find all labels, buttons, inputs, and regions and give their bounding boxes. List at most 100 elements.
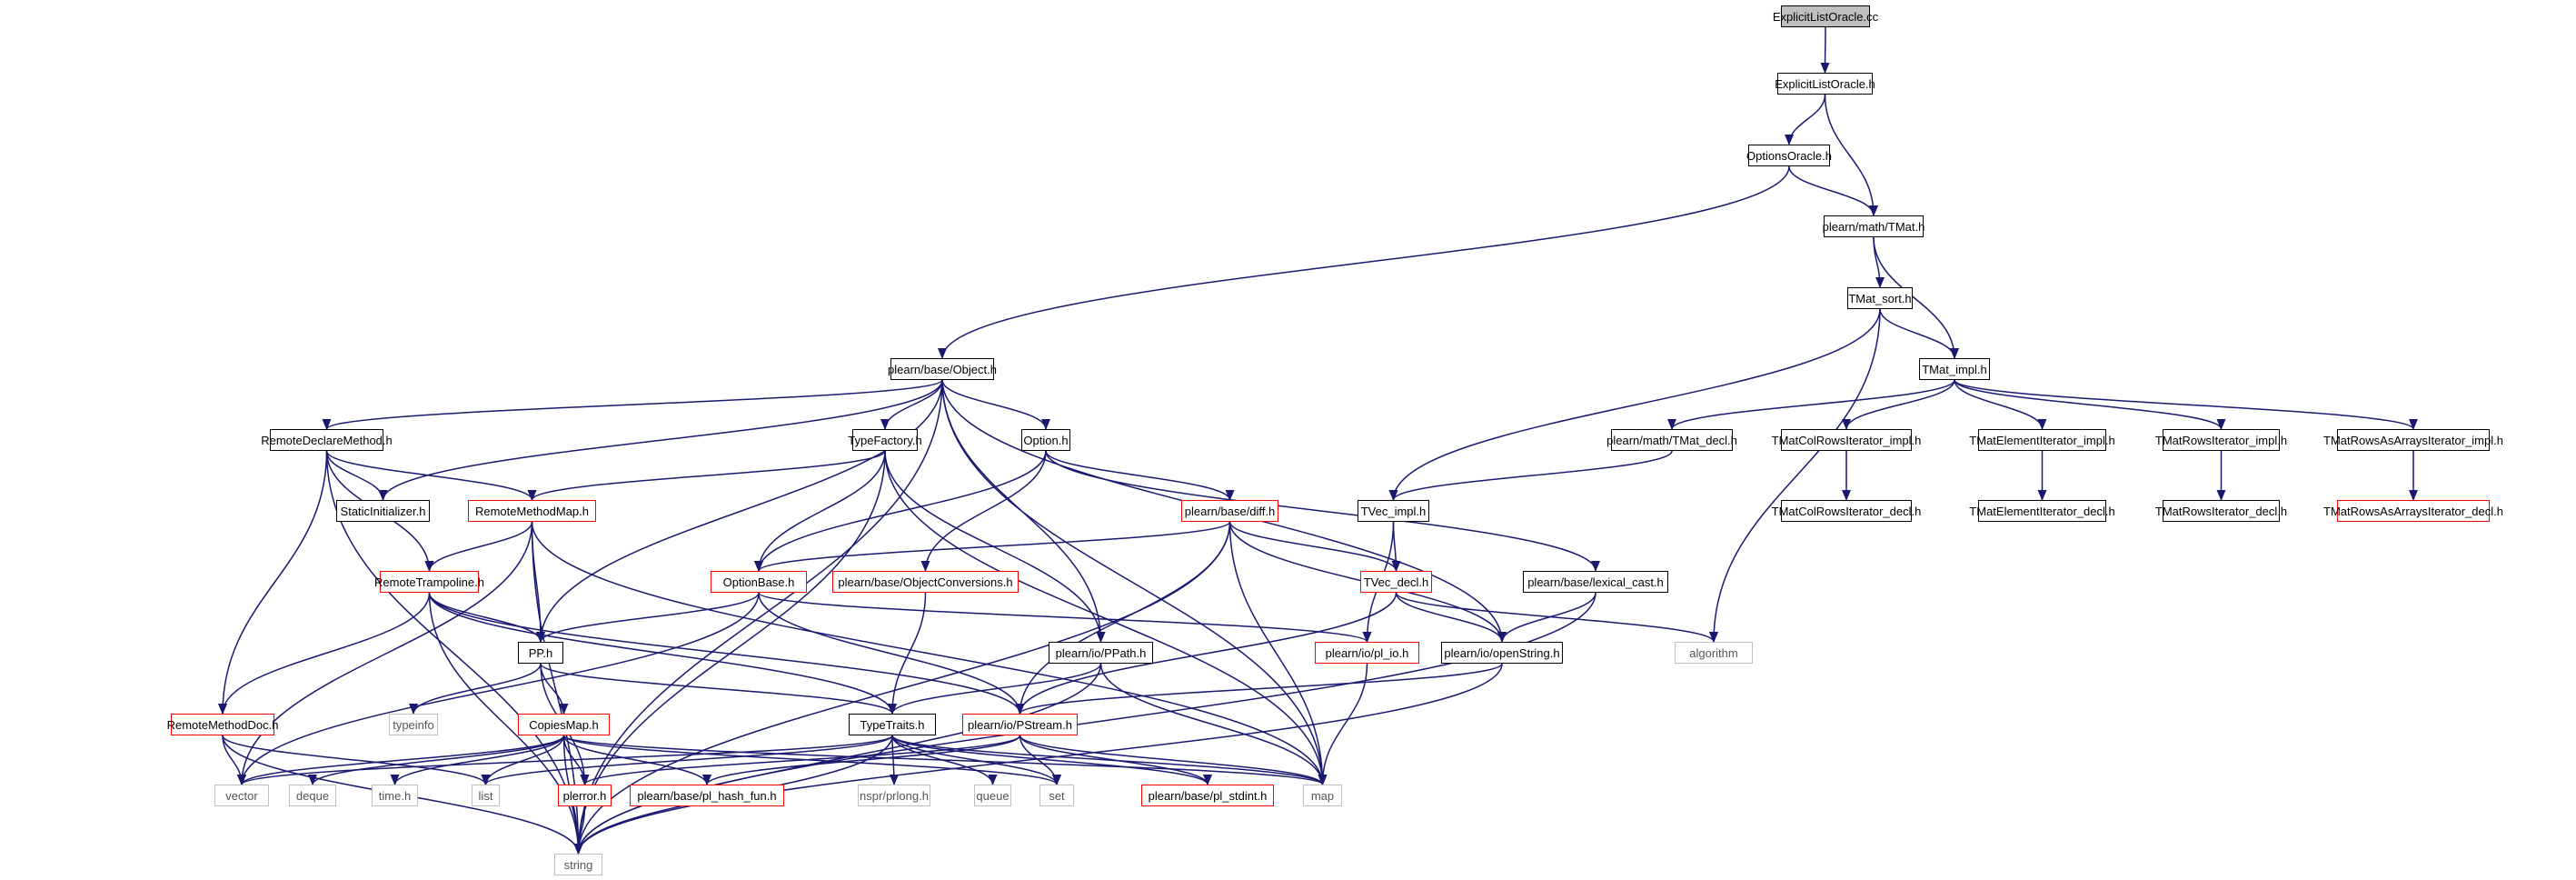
- edge-typetraits-h-to-list: [481, 735, 893, 785]
- node-string: string: [554, 854, 602, 875]
- node-pl-io-h[interactable]: plearn/io/pl_io.h: [1315, 642, 1419, 664]
- node-tmatelementiterator-impl-h[interactable]: TMatElementIterator_impl.h: [1969, 429, 2115, 451]
- node-tmatrowsiterator-decl-h[interactable]: TMatRowsIterator_decl.h: [2155, 500, 2287, 522]
- edge-plerror-h-to-string: [573, 805, 586, 855]
- node-pp-h[interactable]: PP.h: [518, 642, 563, 664]
- edge-tmat-impl-h-to-tmat-decl-h: [1667, 379, 1955, 430]
- node-typeinfo: typeinfo: [389, 714, 438, 735]
- node-remotemethodmap-h[interactable]: RemoteMethodMap.h: [468, 500, 596, 522]
- edge-diff-h-to-string: [573, 521, 1231, 855]
- node-ppath-h[interactable]: plearn/io/PPath.h: [1049, 642, 1153, 664]
- edge-optionbase-h-to-vector: [237, 592, 760, 785]
- edge-remotemethodmap-h-to-remotetrampoline-h: [424, 521, 533, 572]
- node-remotedeclaremethod-h[interactable]: RemoteDeclareMethod.h: [261, 429, 393, 451]
- node-tmatcolrowsiterator-impl-h[interactable]: TMatColRowsIterator_impl.h: [1772, 429, 1921, 451]
- node-tmatcolrowsiterator-decl-h[interactable]: TMatColRowsIterator_decl.h: [1772, 500, 1921, 522]
- node-remotetrampoline-h[interactable]: RemoteTrampoline.h: [374, 571, 484, 593]
- edge-pstream-h-to-pl-hash-fun-h: [702, 735, 1021, 785]
- edge-tmat-impl-h-to-tmatrowsiterator-impl-h: [1954, 379, 2226, 430]
- edge-pstream-h-to-map: [1019, 735, 1328, 785]
- node-queue: queue: [974, 785, 1011, 806]
- edge-remotemethoddoc-h-to-list: [222, 735, 491, 785]
- node-tmatrowsasarraysiterator-impl-h[interactable]: TMatRowsAsArraysIterator_impl.h: [2323, 429, 2503, 451]
- edge-object-h-to-string: [573, 379, 943, 855]
- edge-object-h-to-remotedeclaremethod-h: [322, 379, 943, 430]
- edge-ppath-h-to-string: [573, 663, 1102, 855]
- edge-tmat-sort-h-to-tvec-impl-h: [1388, 308, 1881, 501]
- node-staticinitializer-h[interactable]: StaticInitializer.h: [336, 500, 430, 522]
- edge-optionbase-h-to-pstream-h: [758, 592, 1025, 715]
- node-explicitlistoracle-h[interactable]: ExplicitListOracle.h: [1775, 73, 1875, 95]
- edge-remotemethodmap-h-to-pp-h: [531, 521, 545, 643]
- node-list: list: [472, 785, 500, 806]
- node-lexical-cast-h[interactable]: plearn/base/lexical_cast.h: [1523, 571, 1668, 593]
- edge-copiesmap-h-to-time-h: [390, 735, 565, 785]
- node-tmatrowsiterator-impl-h[interactable]: TMatRowsIterator_impl.h: [2155, 429, 2287, 451]
- node-objectconversions-h[interactable]: plearn/base/ObjectConversions.h: [832, 571, 1019, 593]
- edge-pp-h-to-typeinfo: [409, 663, 542, 715]
- edge-optionsoracle-h-to-object-h: [938, 165, 1790, 359]
- edge-typefactory-h-to-optionbase-h: [754, 450, 886, 572]
- node-pl-stdint-h[interactable]: plearn/base/pl_stdint.h: [1141, 785, 1274, 806]
- node-explicitlistoracle-cc[interactable]: ExplicitListOracle.cc: [1773, 5, 1878, 27]
- edge-remotetrampoline-h-to-string: [428, 592, 583, 855]
- edge-tmat-impl-h-to-tmatrowsasarraysiterator-impl-h: [1954, 379, 2418, 430]
- edge-optionsoracle-h-to-tmat-h: [1788, 165, 1878, 216]
- node-typefactory-h[interactable]: TypeFactory.h: [848, 429, 922, 451]
- node-typetraits-h[interactable]: TypeTraits.h: [849, 714, 936, 735]
- edge-ppath-h-to-typetraits-h: [888, 663, 1102, 715]
- edge-pstream-h-to-set: [1019, 735, 1061, 785]
- edge-tmat-h-to-tmat-impl-h: [1873, 236, 1959, 359]
- node-copiesmap-h[interactable]: CopiesMap.h: [518, 714, 610, 735]
- node-pstream-h[interactable]: plearn/io/PStream.h: [962, 714, 1078, 735]
- edge-remotedeclaremethod-h-to-remotemethoddoc-h: [218, 450, 328, 715]
- edge-object-h-to-pp-h: [536, 379, 943, 643]
- edge-tmat-sort-h-to-algorithm: [1709, 308, 1881, 643]
- edge-explicitlistoracle-cc-to-explicitlistoracle-h: [1820, 26, 1830, 74]
- node-tvec-decl-h[interactable]: TVec_decl.h: [1360, 571, 1432, 593]
- node-tvec-impl-h[interactable]: TVec_impl.h: [1358, 500, 1429, 522]
- edge-objectconversions-h-to-typetraits-h: [888, 592, 927, 715]
- node-tmat-sort-h[interactable]: TMat_sort.h: [1847, 287, 1913, 309]
- node-remotemethoddoc-h[interactable]: RemoteMethodDoc.h: [167, 714, 278, 735]
- edge-explicitlistoracle-h-to-optionsoracle-h: [1785, 94, 1826, 145]
- edge-object-h-to-option-h: [941, 379, 1050, 430]
- edge-diff-h-to-tvec-decl-h: [1228, 521, 1401, 572]
- node-openstring-h[interactable]: plearn/io/openString.h: [1441, 642, 1563, 664]
- node-map: map: [1303, 785, 1342, 806]
- edge-openstring-h-to-pstream-h: [1015, 663, 1503, 715]
- edge-tvec-decl-h-to-algorithm: [1395, 592, 1718, 643]
- edge-ppath-h-to-map: [1099, 663, 1328, 785]
- node-tmatelementiterator-decl-h[interactable]: TMatElementIterator_decl.h: [1969, 500, 2115, 522]
- node-optionbase-h[interactable]: OptionBase.h: [711, 571, 807, 593]
- node-pl-hash-fun-h[interactable]: plearn/base/pl_hash_fun.h: [630, 785, 784, 806]
- node-option-h[interactable]: Option.h: [1021, 429, 1070, 451]
- node-optionsoracle-h[interactable]: OptionsOracle.h: [1746, 145, 1832, 166]
- edge-option-h-to-optionbase-h: [754, 450, 1047, 572]
- edge-tmat-impl-h-to-tmatelementiterator-impl-h: [1954, 379, 2047, 430]
- node-tmatrowsasarraysiterator-decl-h[interactable]: TMatRowsAsArraysIterator_decl.h: [2323, 500, 2503, 522]
- node-set: set: [1039, 785, 1074, 806]
- edge-object-h-to-staticinitializer-h: [378, 379, 943, 501]
- edge-remotetrampoline-h-to-pp-h: [428, 592, 545, 643]
- node-plerror-h[interactable]: plerror.h: [558, 785, 612, 806]
- edge-typefactory-h-to-string: [573, 450, 886, 855]
- node-tmat-h[interactable]: plearn/math/TMat.h: [1823, 215, 1925, 237]
- edge-typefactory-h-to-remotemethodmap-h: [527, 450, 886, 501]
- node-diff-h[interactable]: plearn/base/diff.h: [1181, 500, 1278, 522]
- node-algorithm: algorithm: [1675, 642, 1753, 664]
- edge-optionbase-h-to-pl-io-h: [758, 592, 1372, 643]
- edge-pp-h-to-typetraits-h: [540, 663, 897, 715]
- edge-diff-h-to-optionbase-h: [754, 521, 1231, 572]
- edge-tvec-decl-h-to-openstring-h: [1395, 592, 1507, 643]
- node-tmat-impl-h[interactable]: TMat_impl.h: [1919, 358, 1990, 380]
- edge-object-h-to-map: [941, 379, 1328, 785]
- node-tmat-decl-h[interactable]: plearn/math/TMat_decl.h: [1606, 429, 1737, 451]
- edge-tvec-decl-h-to-pstream-h: [1015, 592, 1397, 715]
- edge-remotemethodmap-h-to-map: [531, 521, 1328, 785]
- node-object-h[interactable]: plearn/base/Object.h: [888, 358, 997, 380]
- edge-copiesmap-h-to-deque: [308, 735, 565, 785]
- edge-option-h-to-lexical-cast-h: [1045, 450, 1600, 572]
- edge-pstream-h-to-pl-stdint-h: [1019, 735, 1212, 785]
- edge-tmat-sort-h-to-tmat-impl-h: [1879, 308, 1959, 359]
